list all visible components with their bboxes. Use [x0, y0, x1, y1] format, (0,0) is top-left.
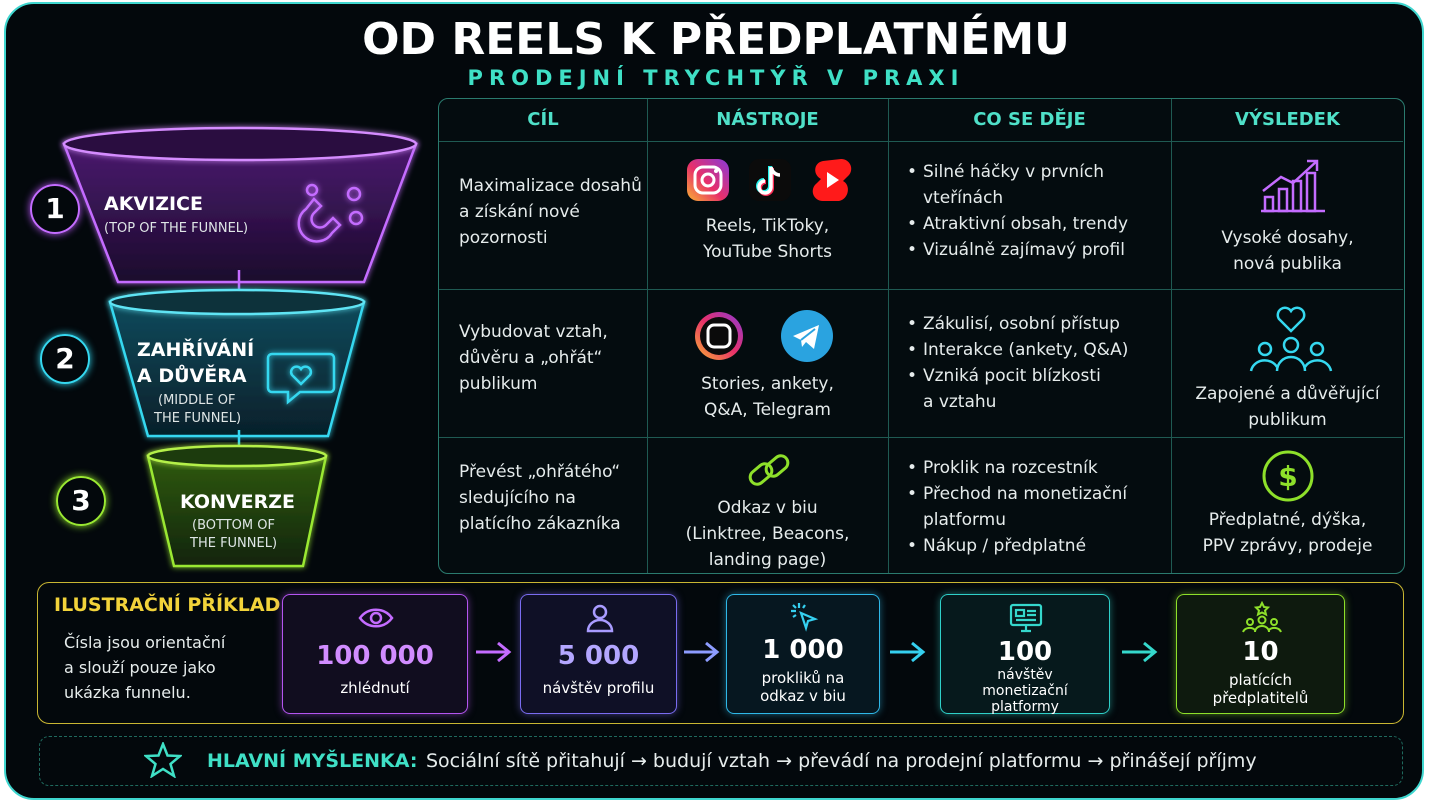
stage-2-name-line2: A DŮVĚRA: [137, 365, 247, 387]
telegram-icon: [781, 310, 833, 362]
row-3-tools: Odkaz v biu(Linktree, Beacons,landing pa…: [685, 498, 850, 570]
step-label: zhlédnutí: [340, 679, 410, 697]
header-result: VÝSLEDEK: [1235, 109, 1340, 130]
row-1-tools: Reels, TikToky,YouTube Shorts: [702, 216, 832, 262]
funnel-middle-rim: [108, 288, 366, 316]
row-3-happens: Proklik na rozcestník Přechod na monetiz…: [905, 455, 1167, 559]
stories-icon: [695, 312, 743, 360]
list-item: Proklik na rozcestník: [905, 455, 1167, 481]
magnet-icon: [297, 183, 364, 243]
row-1-tool-icons: [687, 159, 852, 201]
list-item: Interakce (ankety, Q&A): [905, 337, 1167, 363]
instagram-icon: [687, 159, 729, 201]
step-label: návštěv profilu: [542, 679, 655, 697]
infographic-frame: OD REELS K PŘEDPLATNÉMU PRODEJNÍ TRYCHTÝ…: [4, 2, 1424, 800]
row-3-result: Předplatné, dýška,PPV zprávy, prodeje: [1202, 510, 1373, 556]
example-step-views: 100 000 zhlédnutí: [282, 594, 468, 714]
list-item: Zákulisí, osobní přístup: [905, 311, 1167, 337]
step-value: 100 000: [316, 641, 434, 671]
arrow-right-icon: [1122, 641, 1158, 663]
row-2-happens: Zákulisí, osobní přístup Interakce (anke…: [905, 311, 1167, 415]
main-idea-label: HLAVNÍ MYŠLENKA:: [207, 750, 418, 772]
list-item: Nákup / předplatné: [905, 533, 1167, 559]
main-idea-text: Sociální sítě přitahují → budují vztah →…: [426, 750, 1257, 772]
eye-icon: [358, 608, 394, 628]
step-value: 5 000: [557, 641, 640, 671]
monitor-icon: [1009, 603, 1043, 633]
arrow-right-icon: [476, 641, 512, 663]
dollar-icon: $: [1262, 450, 1314, 502]
subscribers-icon: [1242, 601, 1282, 633]
stage-1-name: AKVIZICE: [104, 193, 203, 215]
stage-number-3: 3: [56, 476, 106, 526]
growth-chart-icon: [1261, 159, 1325, 213]
funnel-bottom-rim: [146, 444, 328, 468]
stage-2-sub-line1: (MIDDLE OF: [158, 393, 236, 408]
star-icon: [144, 742, 182, 778]
user-icon: [586, 604, 614, 633]
col-divider: [888, 99, 889, 573]
list-item: Atraktivní obsah, trendy: [905, 211, 1167, 237]
stage-3-sub-line1: (BOTTOM OF: [192, 518, 275, 533]
stage-2-name-line1: ZAHŘÍVÁNÍ: [137, 339, 255, 361]
link-icon: [748, 454, 790, 486]
step-value: 10: [1242, 637, 1279, 667]
example-panel: [37, 582, 1404, 724]
row-divider: [439, 289, 1403, 290]
page-title: OD REELS K PŘEDPLATNÉMU: [362, 14, 1070, 65]
funnel-table: CÍL NÁSTROJE CO SE DĚJE VÝSLEDEK Maximal…: [438, 98, 1405, 574]
row-1-result: Vysoké dosahy,nová publika: [1221, 228, 1354, 274]
main-idea-banner: [39, 736, 1403, 786]
community-heart-icon: [1249, 306, 1333, 372]
col-divider: [647, 99, 648, 573]
step-value: 1 000: [762, 635, 844, 665]
step-value: 100: [997, 637, 1053, 667]
stage-number-1: 1: [30, 184, 80, 234]
col-divider: [1171, 99, 1172, 573]
row-divider: [439, 437, 1403, 438]
row-2-goal: Vybudovat vztah,důvěru a „ohřát“publikum: [459, 322, 608, 394]
stage-2-sub-line2: THE FUNNEL): [154, 411, 242, 426]
stage-3-name: KONVERZE: [180, 491, 295, 513]
stage-number-2: 2: [40, 334, 90, 384]
example-heading: ILUSTRAČNÍ PŘÍKLAD: [54, 594, 281, 616]
funnel-graphic: [62, 126, 418, 568]
tiktok-icon: [749, 159, 791, 201]
row-2-tool-icons: [695, 310, 833, 362]
chat-heart-icon: [266, 352, 336, 405]
funnel-top-rim: [62, 126, 418, 162]
header-goal: CÍL: [527, 109, 559, 130]
stage-3-sub-line2: THE FUNNEL): [190, 536, 278, 551]
stage-1-sub: (TOP OF THE FUNNEL): [104, 221, 249, 236]
arrow-right-icon: [684, 641, 720, 663]
row-2-tools: Stories, ankety,Q&A, Telegram: [701, 374, 834, 420]
svg-text:$: $: [1278, 460, 1297, 493]
youtube-shorts-icon: [812, 159, 852, 201]
example-step-profile-visits: 5 000 návštěv profilu: [520, 594, 677, 714]
header-happens: CO SE DĚJE: [973, 109, 1086, 130]
arrow-right-icon: [890, 641, 926, 663]
cursor-click-icon: [791, 603, 819, 632]
page-subtitle: PRODEJNÍ TRYCHTÝŘ V PRAXI: [467, 66, 965, 90]
header-tools: NÁSTROJE: [716, 109, 819, 130]
row-divider: [439, 141, 1403, 142]
list-item: Vizuálně zajímavý profil: [905, 237, 1167, 263]
